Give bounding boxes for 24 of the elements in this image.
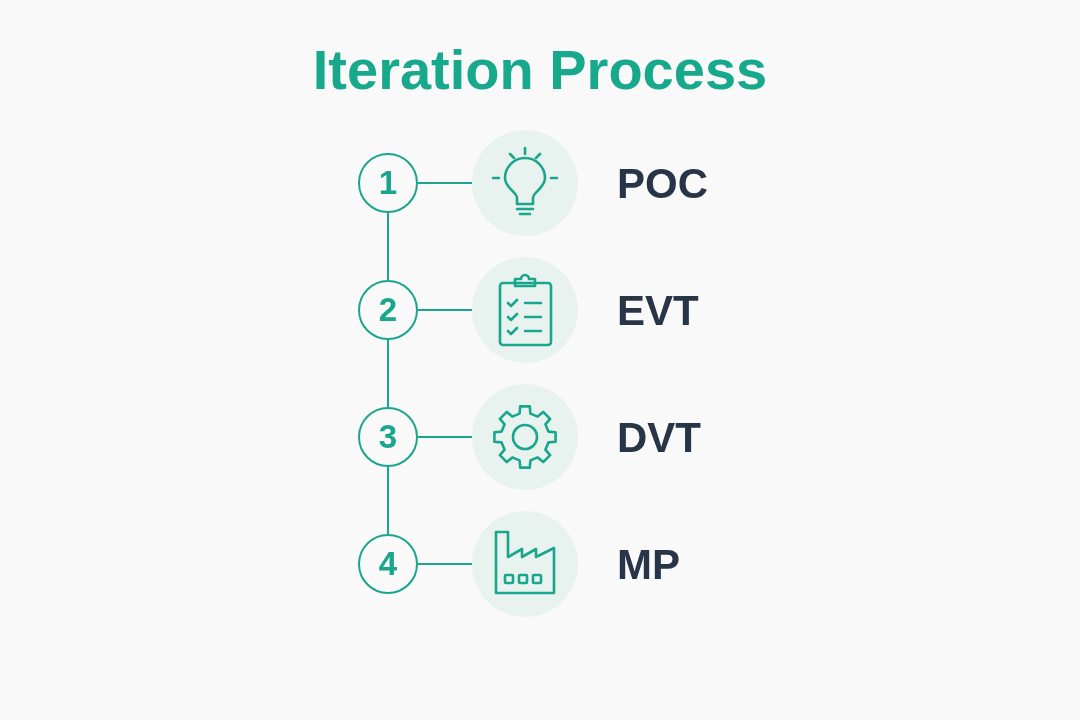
step-number: 1 bbox=[378, 165, 398, 201]
connector-line bbox=[387, 339, 389, 408]
step-number-circle bbox=[358, 280, 418, 340]
connector-line bbox=[417, 182, 473, 184]
step-number: 2 bbox=[378, 292, 398, 328]
stage-label: MP bbox=[617, 540, 680, 590]
connector-line bbox=[387, 212, 389, 281]
step-number: 3 bbox=[378, 419, 398, 455]
connector-line bbox=[417, 309, 473, 311]
step-number-circle bbox=[358, 534, 418, 594]
step-number-circle bbox=[358, 153, 418, 213]
gear-icon bbox=[472, 384, 578, 490]
connector-line bbox=[417, 436, 473, 438]
lightbulb-icon bbox=[472, 130, 578, 236]
diagram-title: Iteration Process bbox=[312, 40, 768, 100]
connector-line bbox=[417, 563, 473, 565]
clipboard-checklist-icon bbox=[472, 257, 578, 363]
stage-label: DVT bbox=[617, 413, 701, 463]
step-number: 4 bbox=[378, 546, 398, 582]
connector-line bbox=[387, 466, 389, 535]
factory-icon bbox=[472, 511, 578, 617]
stage-label: POC bbox=[617, 159, 708, 209]
step-number-circle bbox=[358, 407, 418, 467]
stage-label: EVT bbox=[617, 286, 699, 336]
